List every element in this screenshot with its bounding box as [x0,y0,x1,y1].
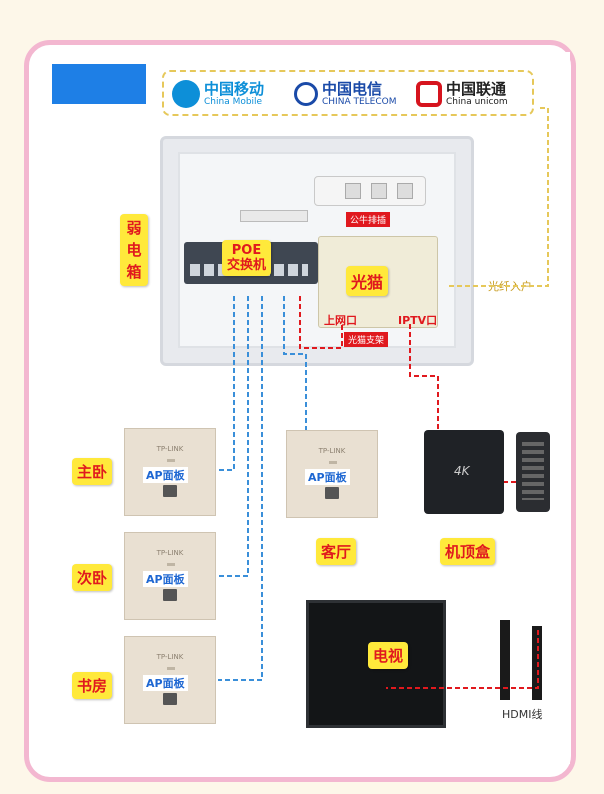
uplink-line [299,296,343,349]
ap-panel-label: AP面板 [143,467,188,483]
room-label-living: 客厅 [316,538,357,565]
hdmi-label: HDMI线 [502,708,543,721]
carrier-china-telecom: 中国电信 CHINA TELECOM [294,76,396,112]
iptv-port-label: IPTV口 [398,314,438,327]
weak-box-label: 弱 电 箱 [120,214,148,286]
power-strip-label: 公牛排插 [346,212,391,227]
modem-bracket-label: 光猫支架 [344,332,389,347]
tplink-brand: TP-LINK [318,447,346,455]
ap-panel-second: TP-LINK AP面板 [124,532,216,620]
hdmi-line [386,630,539,689]
optical-modem [318,236,438,328]
ap-panel-master: TP-LINK AP面板 [124,428,216,516]
set-top-box: 4K [424,430,504,514]
led-indicator [329,461,337,464]
ethernet-line-study [218,296,263,681]
china-mobile-logo-icon [172,80,200,108]
ethernet-port-icon [163,693,177,705]
poe-switch-label: POE 交换机 [222,240,272,276]
optical-modem-label: 光猫 [346,266,389,296]
carrier-china-mobile: 中国移动 China Mobile [172,76,264,112]
ethernet-port-icon [163,589,177,601]
ap-panel-living: TP-LINK AP面板 [286,430,378,518]
tv-label: 电视 [368,642,409,669]
cable-holder [240,210,308,222]
ap-panel-label: AP面板 [143,571,188,587]
carrier-china-unicom: 中国联通 China unicom [416,76,508,112]
carrier-name-en: China unicom [446,97,508,107]
carrier-name-cn: 中国联通 [446,80,507,98]
ap-panel-label: AP面板 [305,469,350,485]
room-label-study: 书房 [72,672,113,699]
iptv-line [409,324,439,430]
led-indicator [167,459,175,462]
tplink-brand: TP-LINK [156,445,184,453]
remote-control-icon [516,432,550,512]
tplink-brand: TP-LINK [156,549,184,557]
room-label-master: 主卧 [72,458,113,485]
stb-label: 机顶盒 [440,538,496,565]
carrier-name-cn: 中国移动 [204,80,265,98]
tplink-brand: TP-LINK [156,653,184,661]
ap-panel-study: TP-LINK AP面板 [124,636,216,724]
ap-panel-label: AP面板 [143,675,188,691]
led-indicator [167,563,175,566]
china-unicom-logo-icon [416,81,442,107]
hdmi-cable-icon [500,620,510,700]
fiber-line [446,107,549,287]
carrier-logos: 中国移动 China Mobile 中国电信 CHINA TELECOM 中国联… [162,70,534,116]
carrier-name-en: China Mobile [204,97,263,107]
carrier-name-cn: 中国电信 [322,80,383,98]
room-label-second: 次卧 [72,564,113,591]
carrier-name-en: CHINA TELECOM [322,97,397,107]
blue-header-bar [52,64,146,104]
china-telecom-logo-icon [294,82,318,106]
ethernet-port-icon [163,485,177,497]
stb-logo: 4K [454,464,470,478]
uplink-port-label: 上网口 [324,314,357,327]
ethernet-port-icon [325,487,339,499]
power-strip [314,176,426,206]
led-indicator [167,667,175,670]
ethernet-line-living [283,296,307,430]
ethernet-line-master [218,296,235,471]
ethernet-line-second [218,296,249,577]
